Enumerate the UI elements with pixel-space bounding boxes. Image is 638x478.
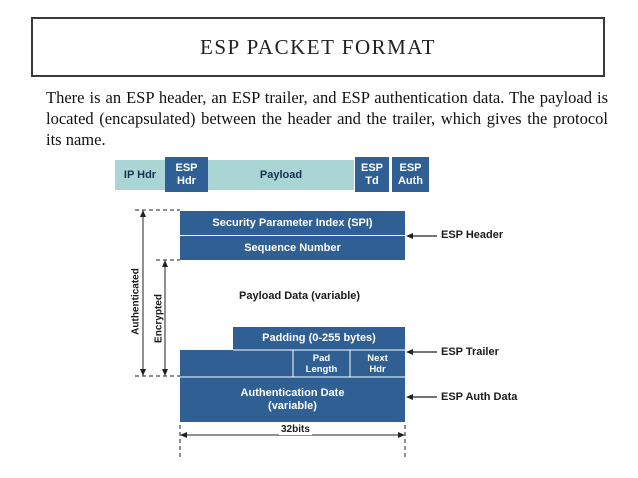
slide-title: ESP PACKET FORMAT (200, 34, 436, 59)
sequence-number-field: Sequence Number (180, 236, 405, 260)
auth-data-field: Authentication Date (variable) (180, 377, 405, 422)
esp-header-callout: ESP Header (441, 229, 504, 241)
slide-description: There is an ESP header, an ESP trailer, … (46, 88, 608, 149)
width-32bits-label: 32bits (279, 424, 312, 435)
title-box: ESP PACKET FORMAT (31, 17, 605, 77)
padding-continued-field (180, 350, 293, 377)
esp-hdr-block: ESP Hdr (165, 157, 208, 192)
encrypted-label: Encrypted (153, 294, 165, 343)
ip-hdr-block: IP Hdr (115, 160, 165, 190)
esp-td-block: ESP Td (355, 157, 389, 192)
next-hdr-field: Next Hdr (350, 350, 405, 377)
spi-field: Security Parameter Index (SPI) (180, 211, 405, 235)
esp-trailer-callout: ESP Trailer (441, 346, 499, 358)
pad-length-field: Pad Length (293, 350, 350, 377)
payload-data-label: Payload Data (variable) (239, 290, 361, 302)
padding-field: Padding (0-255 bytes) (233, 327, 405, 350)
authenticated-label: Authenticated (130, 268, 142, 335)
esp-auth-block: ESP Auth (392, 157, 429, 192)
payload-block: Payload (208, 160, 354, 190)
esp-auth-data-callout: ESP Auth Data (441, 391, 518, 403)
